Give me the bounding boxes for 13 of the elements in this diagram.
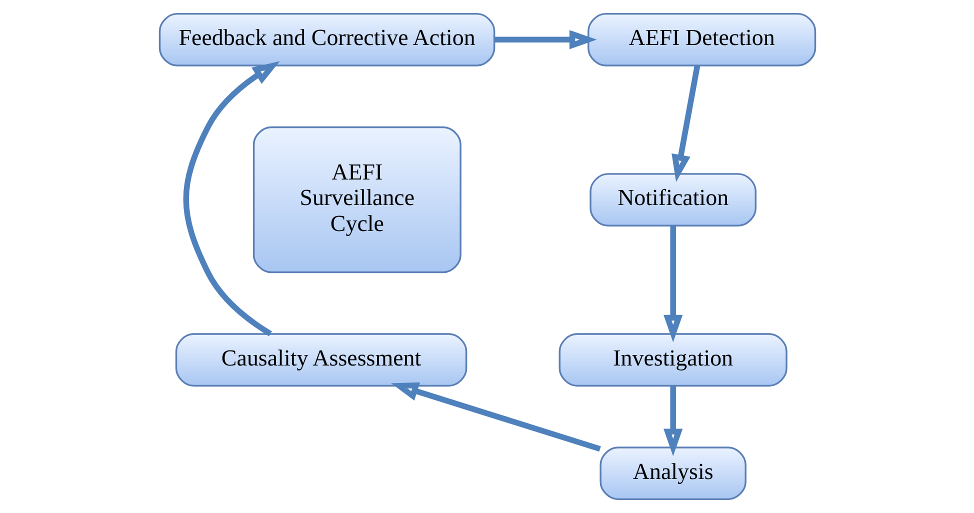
- node-box: AEFI Detection: [587, 12, 816, 66]
- node-box: Feedback and Corrective Action: [158, 12, 495, 66]
- arrow: [663, 226, 682, 342]
- arrow: [663, 386, 682, 456]
- arrow: [182, 61, 280, 336]
- arrow: [494, 30, 596, 50]
- node-box: Notification: [589, 173, 756, 226]
- node-box: Causality Assessment: [174, 333, 467, 387]
- node-box: Analysis: [599, 446, 746, 500]
- node-box: AEFI Surveillance Cycle: [252, 126, 461, 274]
- arrow: [671, 65, 700, 182]
- arrow: [390, 382, 600, 452]
- node-box: Investigation: [558, 333, 787, 387]
